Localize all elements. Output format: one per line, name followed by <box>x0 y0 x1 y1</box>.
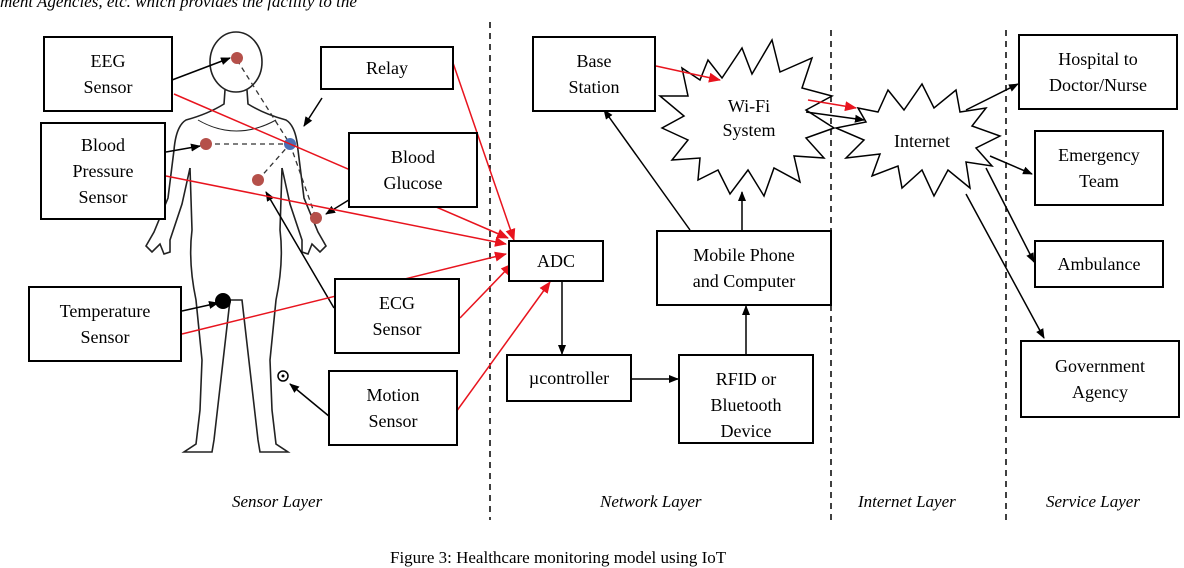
blood-glucose-box: Blood Glucose <box>348 132 478 208</box>
internet-starburst <box>833 82 1002 198</box>
bp-dot <box>200 138 212 150</box>
human-body-figure <box>145 31 327 453</box>
adc-box: ADC <box>508 240 604 282</box>
glucose-dot <box>310 212 322 224</box>
eeg-sensor-box: EEG Sensor <box>43 36 173 112</box>
motion-sensor-box: Motion Sensor <box>328 370 458 446</box>
wifi-starburst <box>657 38 836 198</box>
internet-label: Internet <box>894 131 950 151</box>
emergency-team-box: Emergency Team <box>1034 130 1164 206</box>
eeg-dot <box>231 52 243 64</box>
wifi-system-label: Wi-Fi System <box>722 96 776 140</box>
sensor-dots <box>200 52 322 382</box>
internet-layer-label: Internet Layer <box>858 492 956 511</box>
network-layer-label: Network Layer <box>600 492 702 511</box>
rfid-bluetooth-box: RFID or Bluetooth Device <box>678 354 814 444</box>
top-caption-fragment: ment Agencies, etc. which provides the f… <box>0 0 357 11</box>
microcontroller-box: µcontroller <box>506 354 632 402</box>
hospital-box: Hospital to Doctor/Nurse <box>1018 34 1178 110</box>
sensor-layer-label: Sensor Layer <box>232 492 323 511</box>
mobile-computer-box: Mobile Phone and Computer <box>656 230 832 306</box>
ecg-sensor-box: ECG Sensor <box>334 278 460 354</box>
government-agency-box: Government Agency <box>1020 340 1180 418</box>
service-layer-label: Service Layer <box>1046 492 1140 511</box>
relay-box: Relay <box>320 46 454 90</box>
blood-pressure-sensor-box: Blood Pressure Sensor <box>40 122 166 220</box>
temperature-dot <box>215 293 231 309</box>
base-station-box: Base Station <box>532 36 656 112</box>
temperature-sensor-box: Temperature Sensor <box>28 286 182 362</box>
ambulance-box: Ambulance <box>1034 240 1164 288</box>
ecg-dot <box>252 174 264 186</box>
